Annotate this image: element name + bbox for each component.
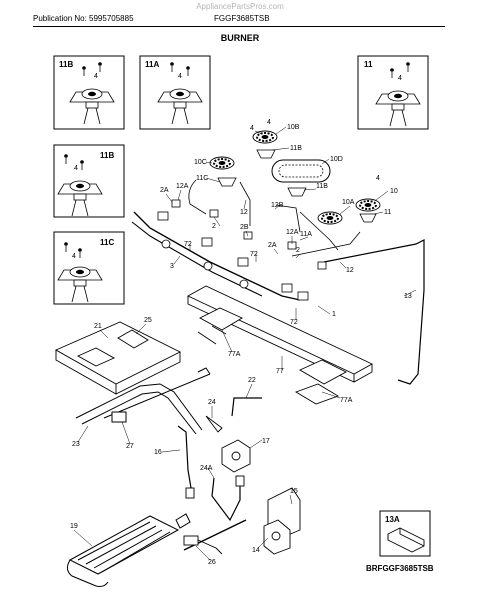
detail-box-11c: 11C 4 [53, 231, 125, 305]
callout-72-c: 72 [290, 319, 298, 326]
bake-burner [66, 513, 191, 587]
callout-72-a: 72 [184, 241, 192, 248]
svg-text:4: 4 [94, 73, 98, 80]
detail-box-11-label: 11 [364, 60, 373, 69]
detail-box-11b-top-label: 11B [59, 60, 73, 69]
callout-77a-b: 77A [340, 397, 353, 404]
callout-2a-a: 2A [160, 187, 169, 194]
callout-10c: 10C [194, 159, 207, 166]
callout-12-a: 12 [240, 209, 248, 216]
leader-lines [73, 126, 417, 561]
callout-72-b: 72 [250, 251, 258, 258]
callouts-lower: 21 25 77A 77 77A 22 24 23 27 16 17 24A 1… [70, 317, 353, 566]
svg-text:4: 4 [398, 75, 402, 82]
callout-10: 10 [390, 188, 398, 195]
watermark: AppliancePartsPros.com [196, 2, 284, 11]
detail-box-13a: 13A [379, 510, 431, 557]
callout-17: 17 [262, 438, 270, 445]
callout-11: 11 [384, 209, 391, 216]
callout-3: 3 [170, 263, 174, 270]
callout-2a-b: 2A [268, 242, 277, 249]
callout-10d: 10D [330, 156, 343, 163]
callout-77: 77 [276, 368, 284, 375]
callout-22: 22 [248, 377, 256, 384]
detail-box-11a-label: 11A [145, 60, 159, 69]
callout-2-b: 2 [296, 247, 300, 254]
callout-11b-a: 11B [290, 145, 302, 152]
detail-box-11b-top: 11B 4 [53, 55, 125, 130]
broil-burner [75, 367, 211, 435]
callout-19: 19 [70, 523, 78, 530]
callout-10b: 10B [287, 124, 300, 131]
detail-box-11b-middle: 11B 4 [53, 144, 125, 218]
callout-4-a: 4 [250, 125, 254, 132]
broil-heat-shield [54, 321, 182, 395]
callout-12-b: 12 [346, 267, 354, 274]
callout-14: 14 [252, 547, 260, 554]
publication-number: Publication No: 5995705885 [33, 14, 134, 23]
svg-text:4: 4 [72, 253, 76, 260]
callout-4-b: 4 [267, 119, 271, 126]
callout-4-c: 4 [376, 175, 380, 182]
callout-1: 1 [332, 311, 336, 318]
callout-2b: 2B [240, 224, 249, 231]
detail-box-13a-label: 13A [385, 515, 400, 524]
header-rule [33, 26, 445, 27]
burner-tray [187, 285, 373, 405]
surface-burner-assembly [131, 130, 425, 385]
oven-gas-components [177, 397, 262, 522]
callout-25: 25 [144, 317, 152, 324]
svg-text:4: 4 [178, 73, 182, 80]
callout-77a-a: 77A [228, 351, 241, 358]
callout-10a: 10A [342, 199, 355, 206]
callout-24: 24 [208, 399, 216, 406]
callout-12a-a: 12A [176, 183, 189, 190]
detail-box-11: 11 4 [357, 55, 429, 130]
bake-ignitor [183, 519, 247, 555]
callout-16: 16 [154, 449, 162, 456]
callout-11b-b: 11B [316, 183, 328, 190]
callout-26: 26 [208, 559, 216, 566]
diagram-code: BRFGGF3685TSB [366, 564, 434, 573]
callout-24a: 24A [200, 465, 213, 472]
svg-text:4: 4 [74, 165, 78, 172]
callout-12b: 12B [271, 202, 284, 209]
section-title: BURNER [220, 33, 260, 43]
detail-box-11a: 11A 4 [139, 55, 211, 130]
callout-23: 23 [72, 441, 80, 448]
callout-13: 13 [404, 293, 412, 300]
oven-safety-valve [263, 487, 301, 555]
callout-2-a: 2 [212, 223, 216, 230]
detail-box-11c-label: 11C [100, 238, 114, 247]
detail-box-11b-middle-label: 11B [100, 151, 114, 160]
callout-15: 15 [290, 488, 298, 495]
model-number: FGGF3685TSB [214, 14, 270, 23]
callouts-top: 4 4 10B 11B 10C 10D 11C 2A 12A 10 4 11B … [160, 119, 412, 326]
callout-11a: 11A [300, 231, 312, 238]
callout-21: 21 [94, 323, 102, 330]
callout-11c: 11C [196, 175, 208, 182]
callout-27: 27 [126, 443, 134, 450]
callout-12a-b: 12A [286, 229, 299, 236]
